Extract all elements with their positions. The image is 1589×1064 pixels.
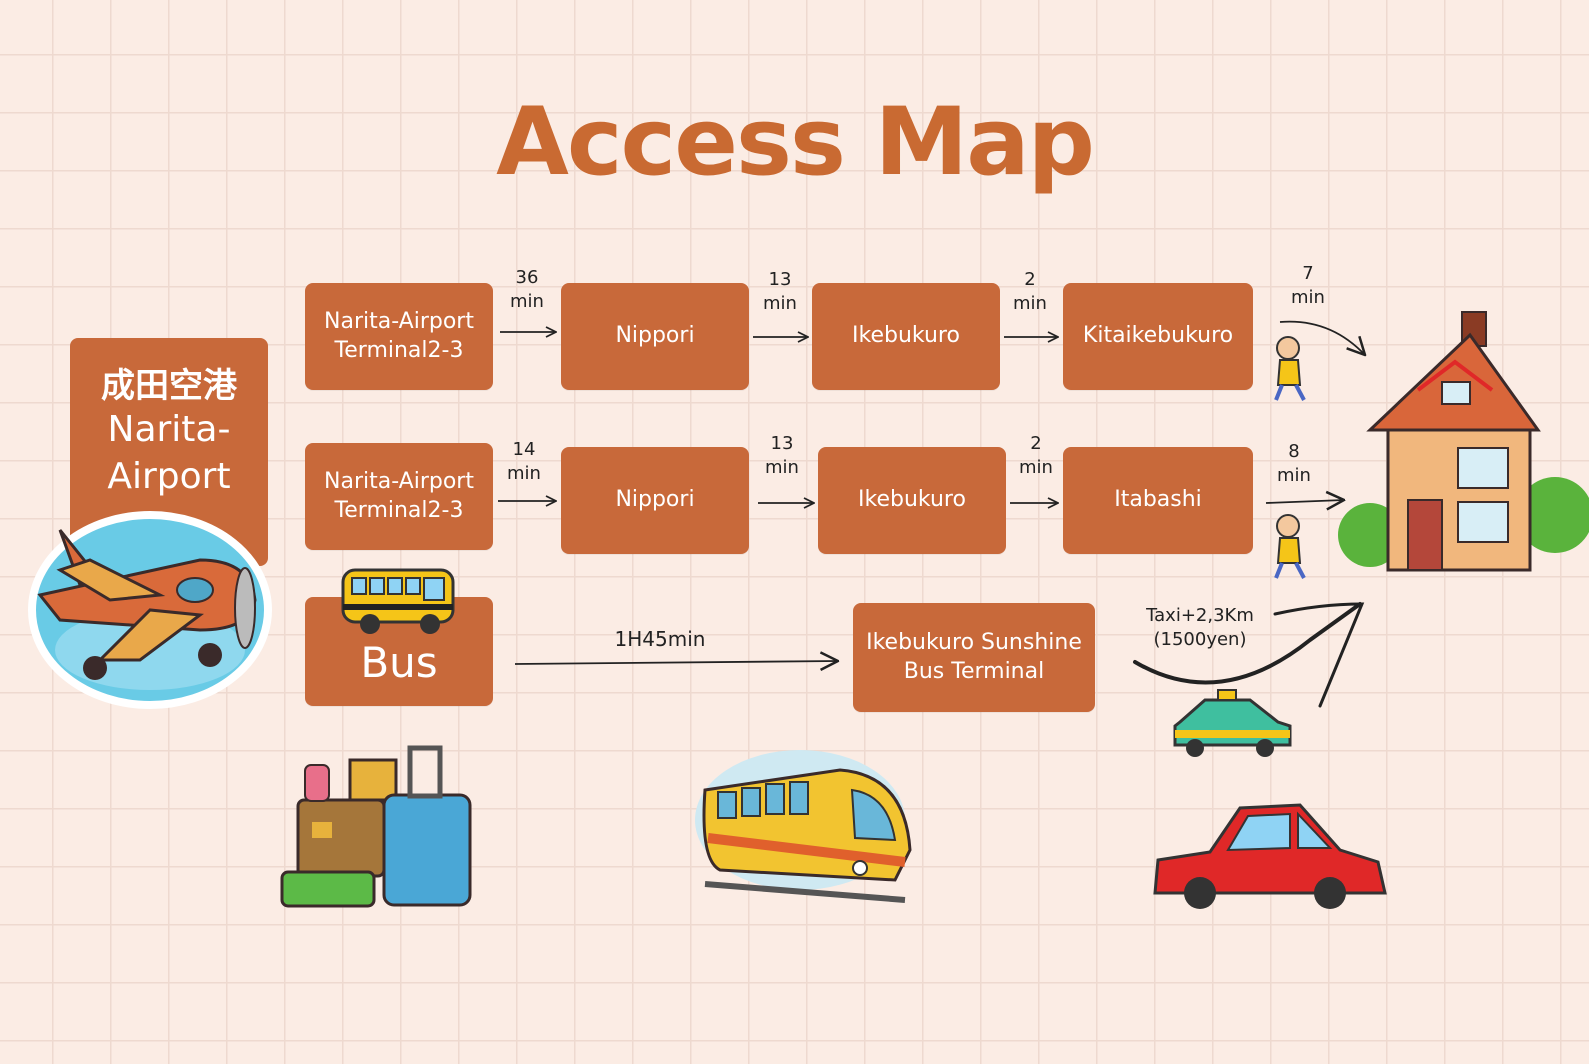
origin-label-jp: 成田空港 <box>101 366 237 406</box>
route2-time-2: 13 min <box>765 433 799 479</box>
train-icon <box>695 750 912 903</box>
taxi-icon <box>1173 689 1292 757</box>
route2-station-terminal: Narita-Airport Terminal2-3 <box>305 443 493 550</box>
walking-child-icon-2 <box>1274 514 1306 579</box>
arrow-r3-taxi <box>1133 602 1362 685</box>
origin-narita-airport: 成田空港 Narita- Airport <box>70 338 268 566</box>
route1-time-4: 7 min <box>1291 263 1325 309</box>
route1-station-nippori: Nippori <box>561 283 749 390</box>
luggage-icon <box>280 745 472 908</box>
page-title: Access Map <box>496 88 1095 197</box>
route1-time-3: 2 min <box>1013 269 1047 315</box>
route3-taxi-info: Taxi+2,3Km (1500yen) <box>1146 605 1254 651</box>
route1-station-ikebukuro: Ikebukuro <box>812 283 1000 390</box>
car-icon <box>1153 803 1387 909</box>
house-icon <box>1338 311 1589 572</box>
route2-station-ikebukuro: Ikebukuro <box>818 447 1006 554</box>
bus-icon <box>341 568 455 634</box>
route1-station-kitaikebukuro: Kitaikebukuro <box>1063 283 1253 390</box>
origin-label-en: Narita- Airport <box>107 409 231 497</box>
route2-time-1: 14 min <box>507 439 541 485</box>
route3-bus-terminal: Ikebukuro Sunshine Bus Terminal <box>853 603 1095 712</box>
route1-time-1: 36 min <box>510 267 544 313</box>
route2-station-itabashi: Itabashi <box>1063 447 1253 554</box>
walking-child-icon <box>1274 336 1306 401</box>
route1-time-2: 13 min <box>763 269 797 315</box>
route2-time-4: 8 min <box>1277 441 1311 487</box>
arrow-r1-4 <box>1279 320 1365 355</box>
airplane-icon <box>28 511 272 709</box>
route2-time-3: 2 min <box>1019 433 1053 479</box>
route1-station-terminal: Narita-Airport Terminal2-3 <box>305 283 493 390</box>
route3-bus-time: 1H45min <box>614 627 706 651</box>
arrow-r2-4 <box>1265 500 1344 503</box>
route2-station-nippori: Nippori <box>561 447 749 554</box>
arrow-r3-bus <box>514 661 838 664</box>
